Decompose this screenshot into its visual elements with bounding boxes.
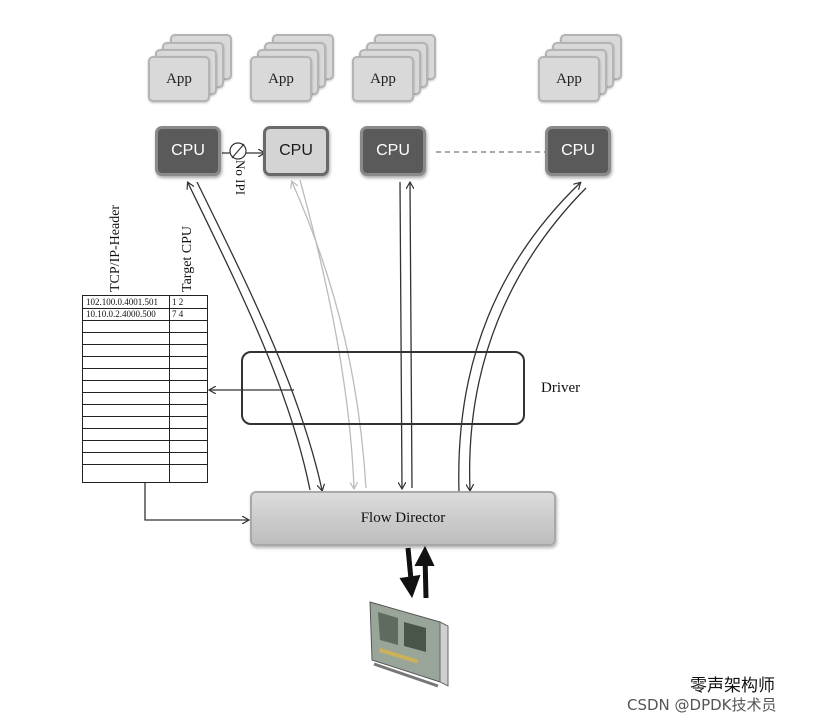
flow-director-box: Flow Director	[250, 491, 556, 546]
table-row-1-cpu: 1 2	[172, 297, 184, 307]
driver-box	[241, 351, 525, 425]
table-to-flow-arrow	[144, 483, 248, 520]
app-label: App	[250, 56, 312, 102]
table-row-1-tuple: 102.100.0.4001.501	[86, 297, 158, 307]
ipi-blocked-arrow	[222, 142, 264, 160]
flow-director-label: Flow Director	[360, 510, 446, 526]
table-row-2-tuple: 10.10.0.2.4000.500	[86, 309, 156, 319]
app-stack-1: App	[148, 34, 248, 114]
app-stack-2: App	[250, 34, 350, 114]
cpu1-flow-link	[188, 182, 322, 490]
nic-card-image	[369, 601, 449, 688]
app-label: App	[148, 56, 210, 102]
driver-label: Driver	[541, 380, 581, 396]
app-label: App	[538, 56, 600, 102]
watermark-author: CSDN @DPDK技术员	[627, 696, 777, 714]
cpu-box-3: CPU	[360, 126, 426, 176]
cpu2-flow-link	[292, 179, 367, 488]
no-ipi-label: No IPI	[233, 160, 248, 196]
watermark-brand: 零声架构师	[690, 676, 775, 696]
app-label: App	[352, 56, 414, 102]
flow-table: 102.100.0.4001.501 1 2 10.10.0.2.4000.50…	[82, 295, 208, 483]
cpu4-flow-link	[458, 183, 587, 492]
app-stack-3: App	[352, 34, 452, 114]
table-header-target-cpu: Target CPU	[180, 225, 195, 292]
cpu3-flow-link	[400, 182, 412, 488]
cpu-box-2: CPU	[263, 126, 329, 176]
cpu-box-4: CPU	[545, 126, 611, 176]
nic-bidirectional-arrows	[399, 545, 435, 599]
table-header-tcpip: TCP/IP-Header	[108, 204, 123, 292]
cpu-box-1: CPU	[155, 126, 221, 176]
app-stack-4: App	[538, 34, 638, 114]
table-row-2-cpu: 7 4	[172, 309, 184, 319]
